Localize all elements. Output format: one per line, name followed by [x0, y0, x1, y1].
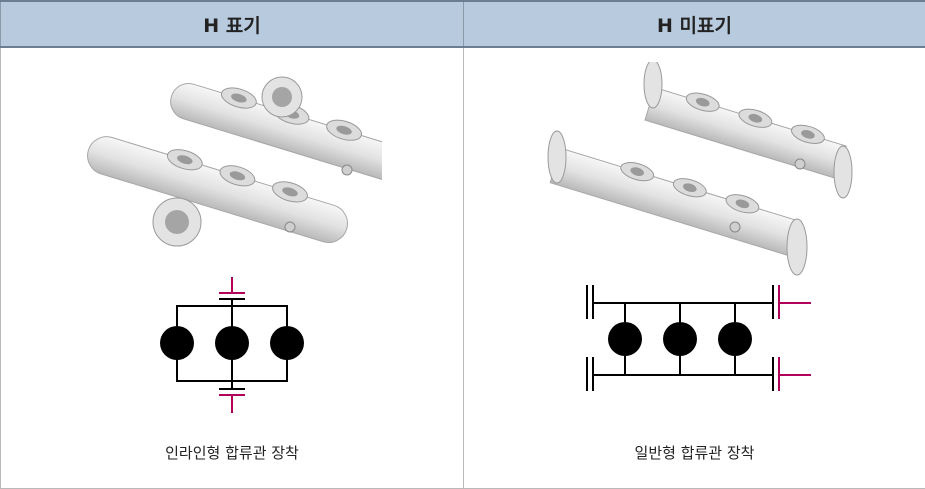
cell-inline-manifold: 인라인형 합류관 장착 [1, 47, 464, 489]
standard-manifold-photo [535, 62, 855, 282]
header-row: H 표기 H 미표기 [1, 1, 925, 47]
content-row: 인라인형 합류관 장착 [1, 47, 925, 489]
header-h-marked: H 표기 [1, 1, 464, 47]
caption-inline-manifold: 인라인형 합류관 장착 [1, 442, 463, 463]
header-h-unmarked: H 미표기 [464, 1, 925, 47]
cell-standard-manifold: 일반형 합류관 장착 [464, 47, 925, 489]
caption-standard-manifold: 일반형 합류관 장착 [464, 442, 925, 463]
inline-manifold-schematic [157, 273, 307, 423]
inline-manifold-photo [82, 62, 382, 272]
standard-manifold-schematic [575, 273, 815, 423]
